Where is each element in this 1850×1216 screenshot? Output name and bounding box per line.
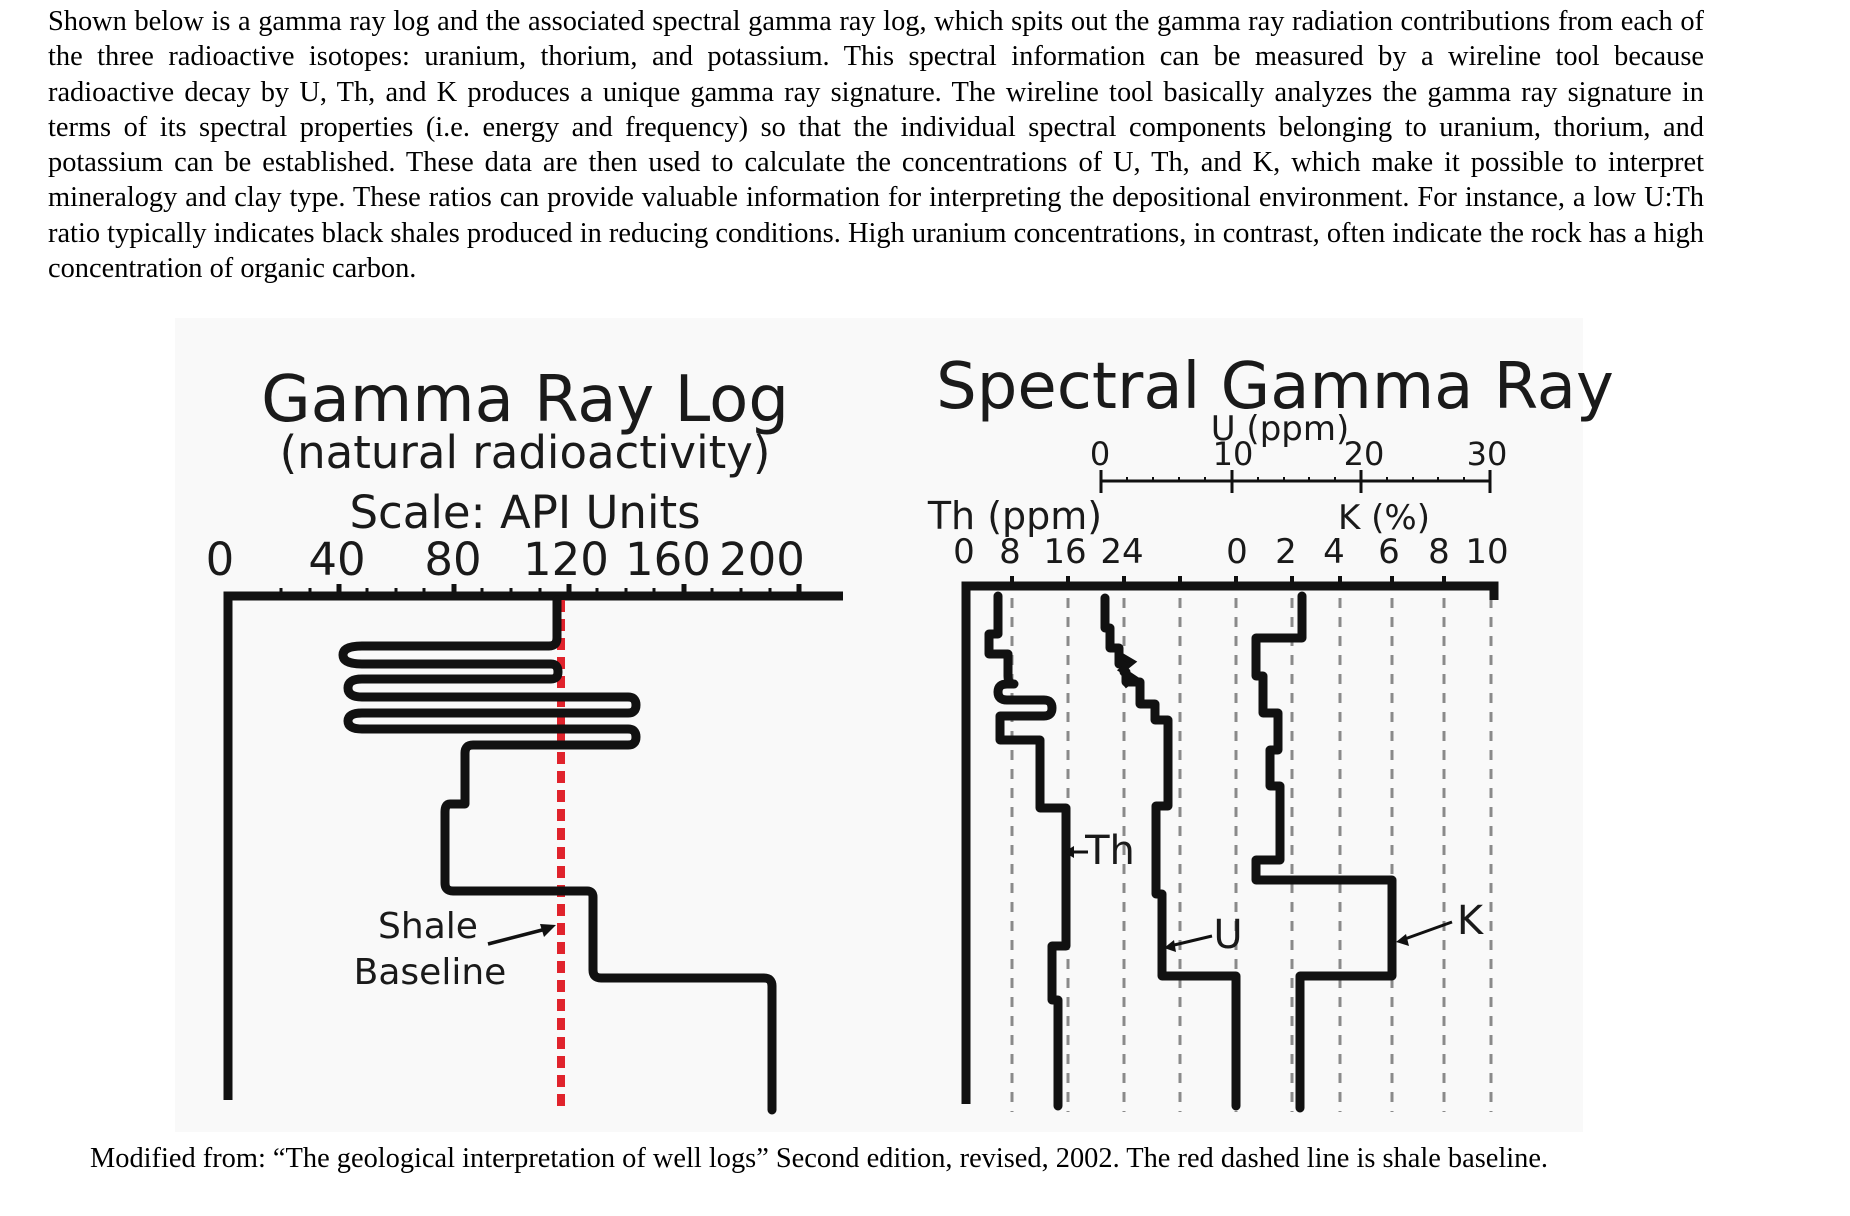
u-tick-20: 20 — [1344, 435, 1385, 473]
gamma-ray-curve — [338, 595, 777, 1115]
u-axis-title: U (ppm) — [1211, 409, 1350, 449]
gamma-subtitle: (natural radioactivity) — [280, 426, 771, 479]
gamma-tick-120: 120 — [523, 533, 609, 586]
gamma-axis-minor-ticks — [279, 588, 772, 596]
potassium-label-arrowhead — [1396, 934, 1409, 946]
k-tick-6: 6 — [1378, 532, 1400, 572]
th-tick-0: 0 — [953, 532, 975, 572]
gamma-tick-200: 200 — [719, 533, 805, 586]
th-axis-title: Th (ppm) — [927, 494, 1102, 538]
th-tick-16: 16 — [1043, 532, 1086, 572]
gamma-tick-80: 80 — [424, 533, 481, 586]
u-tick-0: 0 — [1090, 435, 1110, 473]
spectral-axis-frame — [961, 581, 1499, 1104]
k-tick-10: 10 — [1465, 532, 1508, 572]
k-tick-2: 2 — [1275, 532, 1297, 572]
shale-label-line1: Shale — [378, 906, 478, 947]
potassium-curve — [1251, 591, 1397, 1113]
thorium-curve — [984, 591, 1071, 1111]
spectral-axis-ticks — [1010, 576, 1446, 586]
gamma-ray-log-panel: Gamma Ray Log (natural radioactivity) Sc… — [206, 363, 843, 1115]
figure-caption: Modified from: “The geological interpret… — [90, 1143, 1549, 1174]
shale-arrow-head — [540, 924, 556, 937]
shale-label-line2: Baseline — [354, 952, 507, 993]
gamma-tick-160: 160 — [625, 533, 711, 586]
potassium-label: K — [1457, 898, 1485, 944]
uranium-label-arrow — [1169, 934, 1213, 948]
thorium-label-arrowhead — [1064, 846, 1074, 858]
u-tick-10: 10 — [1213, 435, 1254, 473]
uranium-label-arrowhead — [1164, 940, 1176, 952]
spectral-gamma-panel: Spectral Gamma Ray U (ppm) 0 10 20 30 Th… — [927, 350, 1614, 1113]
shale-arrow-shaft — [487, 927, 547, 946]
uranium-label: U — [1213, 912, 1242, 958]
u-tick-30: 30 — [1467, 435, 1508, 473]
k-tick-8: 8 — [1428, 532, 1450, 572]
k-tick-0: 0 — [1226, 532, 1248, 572]
th-tick-8: 8 — [999, 532, 1021, 572]
k-tick-4: 4 — [1323, 532, 1345, 572]
uranium-curve — [1100, 593, 1241, 1111]
gamma-axis-major-ticks — [336, 584, 802, 596]
intro-paragraph: Shown below is a gamma ray log and the a… — [48, 6, 1704, 285]
u-scale-minor-ticks — [1126, 477, 1465, 481]
gamma-axis-frame — [223, 591, 843, 1100]
thorium-label: Th — [1084, 828, 1135, 874]
gamma-scale-label: Scale: API Units — [349, 486, 700, 539]
gamma-tick-40: 40 — [308, 533, 365, 586]
gamma-title: Gamma Ray Log — [261, 363, 789, 437]
uranium-curve-detail — [1116, 652, 1140, 689]
u-scale-major-ticks — [1099, 470, 1492, 493]
k-axis-title: K (%) — [1338, 498, 1430, 538]
gamma-tick-0: 0 — [206, 533, 235, 586]
potassium-label-arrow — [1401, 920, 1453, 942]
th-tick-24: 24 — [1100, 532, 1143, 572]
spectral-title: Spectral Gamma Ray — [936, 350, 1614, 424]
